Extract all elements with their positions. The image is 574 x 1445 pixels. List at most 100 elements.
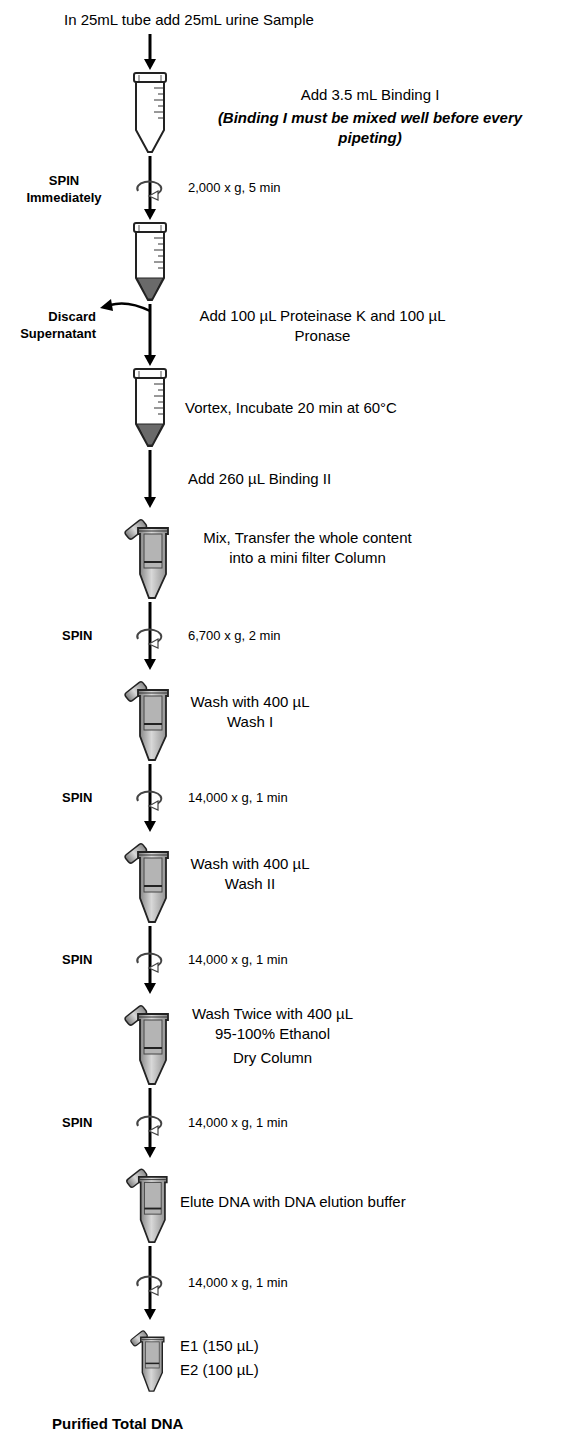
tube-illustration: [131, 222, 169, 302]
filter-disk: [144, 885, 162, 887]
tube-tick: [158, 414, 163, 415]
column-illustration: [124, 996, 176, 1086]
tube-cap-ridge: [139, 371, 140, 377]
column-body: [138, 690, 168, 760]
column-illustration: [124, 510, 176, 600]
filter-disk: [144, 723, 162, 725]
step-text: Mix, Transfer the whole content into a m…: [190, 528, 425, 568]
column-body: [138, 852, 168, 922]
connector-line: [149, 34, 152, 60]
tube-tick: [158, 256, 163, 257]
spin-note: SPIN: [62, 951, 92, 968]
tube-tick: [158, 118, 163, 119]
filter-disk: [145, 1363, 159, 1365]
tube-tick: [154, 408, 163, 409]
spin-note: SPIN: [62, 789, 92, 806]
column-rim: [140, 1179, 166, 1180]
tube-body: [136, 81, 164, 152]
tube-illustration: [131, 72, 169, 154]
column-insert: [144, 1182, 161, 1214]
tube-cap: [134, 369, 166, 378]
arrowhead: [144, 355, 156, 366]
step-text: Wash with 400 µL Wash II: [180, 854, 320, 894]
tube-body: [136, 231, 164, 300]
arrowhead: [144, 1309, 156, 1320]
reagent-step: Add 260 µL Binding II: [188, 469, 331, 489]
spin-symbol: [137, 792, 161, 810]
column-rim: [139, 1017, 167, 1018]
spin-symbol: [137, 630, 161, 648]
connector-line: [149, 156, 152, 210]
spin-column: Wash Twice with 400 µL 95-100% EthanolDr…: [124, 996, 176, 1086]
connector-line: [149, 304, 152, 356]
arrowhead: [144, 209, 156, 220]
spin-note: SPIN: [62, 627, 92, 644]
column-insert: [144, 858, 162, 892]
filter-disk: [144, 1047, 162, 1049]
column-rim: [139, 693, 167, 694]
tube-tick: [158, 106, 163, 107]
spin-curve-head: [149, 963, 158, 972]
tube-cap: [134, 73, 166, 82]
flow-connector: [137, 156, 161, 220]
tube-body: [136, 377, 164, 446]
spin-condition: 2,000 x g, 5 min: [188, 179, 281, 196]
flow-connector: [137, 1246, 161, 1320]
column-rim: [142, 1339, 164, 1340]
filter-disk: [144, 561, 162, 563]
column-illustration: [124, 834, 176, 924]
tube-tick: [158, 268, 163, 269]
tube-tick: [154, 88, 163, 89]
column-rim: [139, 531, 167, 532]
spin-condition: 14,000 x g, 1 min: [188, 789, 288, 806]
column-body: [139, 1177, 167, 1242]
flow-connector: [137, 926, 161, 994]
column-illustration: [124, 1160, 176, 1244]
tube-tick: [154, 100, 163, 101]
spin-curve-head: [149, 1286, 158, 1295]
column-insert: [144, 696, 162, 730]
tube-tick: [158, 402, 163, 403]
connector-line: [149, 450, 152, 498]
arrowhead: [144, 59, 156, 70]
spin-note: SPIN Immediately: [20, 172, 108, 206]
step-text: Wash Twice with 400 µL 95-100% Ethanol: [180, 1004, 365, 1044]
tube-tick: [154, 396, 163, 397]
step-text: Discard Supernatant: [8, 308, 96, 342]
spin-column: Mix, Transfer the whole content into a m…: [124, 510, 176, 600]
column-body: [138, 528, 168, 598]
column-insert: [144, 534, 162, 568]
sample-tube: Discard Supernatant: [131, 222, 169, 302]
tube-tick: [154, 112, 163, 113]
spin-condition: 14,000 x g, 1 min: [188, 1114, 288, 1131]
sample-tube: Vortex, Incubate 20 min at 60°C: [131, 368, 169, 448]
spin-column: Wash with 400 µL Wash I: [124, 672, 176, 762]
reagent-step: Add 100 µL Proteinase K and 100 µL Prona…: [185, 306, 460, 346]
spin-symbol: [137, 954, 161, 972]
result-title: Purified Total DNA: [52, 1414, 183, 1434]
spin-column: E1 (150 µL)E2 (100 µL): [130, 1322, 170, 1394]
connector-line: [149, 602, 152, 660]
filter-disk: [144, 1208, 161, 1210]
column-illustration: [130, 1322, 170, 1394]
flow-connector: [144, 450, 156, 508]
spin-column: Elute DNA with DNA elution buffer: [124, 1160, 176, 1244]
tube-cap-ridge: [139, 225, 140, 231]
spin-curve-head: [149, 1126, 158, 1135]
flow-connector: [137, 1088, 161, 1158]
column-body: [141, 1337, 164, 1391]
discard-arrowhead: [100, 299, 113, 311]
flow-connector: [144, 304, 156, 366]
spin-curve-head: [149, 639, 158, 648]
spin-symbol: [137, 182, 161, 200]
step-heading: In 25mL tube add 25mL urine Sample: [62, 8, 316, 32]
flow-connector: [144, 34, 156, 70]
spin-condition: 14,000 x g, 1 min: [188, 1274, 288, 1291]
connector-line: [149, 1246, 152, 1310]
spin-curve-head: [149, 191, 158, 200]
column-rim: [139, 855, 167, 856]
column-illustration: [124, 672, 176, 762]
flow-connector: [137, 764, 161, 832]
